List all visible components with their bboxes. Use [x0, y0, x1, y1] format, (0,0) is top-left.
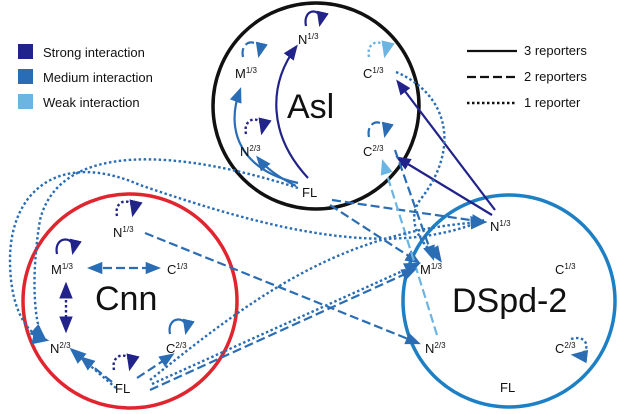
cnn-node-m13: M1/3 — [51, 262, 74, 277]
legend-label-weak: Weak interaction — [43, 95, 140, 110]
edge-dspd2-n13-to-asl-c13 — [396, 79, 496, 211]
legend-label-medium: Medium interaction — [43, 70, 153, 85]
asl-node-fl: FL — [302, 185, 317, 200]
asl-node-c23: C2/3 — [363, 144, 384, 159]
dspd2-node-fl: FL — [500, 380, 515, 395]
protein-label-asl: Asl — [287, 88, 334, 126]
legend-label-strong: Strong interaction — [43, 45, 145, 60]
edge-dspd2-n23-to-asl-c23 — [380, 159, 439, 336]
self-cnn-c23 — [168, 318, 195, 335]
cnn-ring — [21, 192, 239, 410]
edge-cnn-m13-to-dspd2-m13 — [149, 268, 417, 392]
self-asl-c13 — [367, 40, 395, 59]
asl-node-m13: M1/3 — [235, 66, 258, 81]
dspd2-ring — [401, 193, 617, 409]
protein-label-cnn: Cnn — [95, 280, 157, 318]
cnn-node-c13: C1/3 — [167, 262, 188, 277]
dspd2-node-c23: C2/3 — [555, 341, 576, 356]
edge-cnn-fl-c23 — [136, 353, 175, 379]
self-asl-n13 — [304, 10, 329, 27]
self-asl-n23 — [244, 117, 272, 136]
interaction-edges — [8, 10, 589, 392]
edge-asl-fl-to-dspd2-n13 — [331, 198, 488, 227]
legend-label-1-reporter: 1 reporter — [524, 95, 581, 110]
edge-asl-fl-to-asl-n13 — [275, 44, 309, 179]
edge-cnn-fl-n23 — [79, 356, 113, 383]
legend-label-2-reporters: 2 reporters — [524, 69, 587, 84]
cnn-node-fl: FL — [115, 381, 130, 396]
legend-label-3-reporters: 3 reporters — [524, 43, 587, 58]
legend-swatch-strong — [18, 44, 33, 59]
edge-dspd2-n13-to-asl-c23 — [395, 156, 493, 216]
edge-asl-c23-to-dspd2-m13 — [393, 149, 435, 261]
cnn-node-c23: C2/3 — [166, 341, 187, 356]
asl-ring — [211, 1, 421, 211]
legend-strength: Strong interaction Medium interaction We… — [18, 44, 153, 110]
dspd2-node-n13: N1/3 — [490, 219, 511, 234]
edge-cnn-fl-to-cnn-n23-dotted — [69, 347, 117, 389]
edge-asl-fl-to-cnn-n23 — [29, 158, 299, 341]
dspd2-node-m13: M1/3 — [420, 262, 443, 277]
self-asl-c23 — [367, 121, 394, 138]
legend-reporters: 3 reporters 2 reporters 1 reporter — [467, 43, 587, 110]
edge-cnn-n13-to-dspd2-n13 — [8, 170, 485, 345]
self-cnn-m13 — [55, 238, 82, 255]
edge-cnn-n13-to-dspd2-n23 — [144, 231, 421, 345]
self-asl-m13 — [241, 41, 268, 58]
edge-asl-fl-to-dspd2-m13 — [329, 204, 421, 264]
dspd2-node-c13: C1/3 — [555, 262, 576, 277]
edge-asl-fl-to-asl-n23 — [256, 155, 297, 187]
edge-asl-c13-to-dspd2-m13 — [395, 70, 446, 263]
legend-swatch-weak — [18, 94, 33, 109]
self-cnn-n13 — [115, 199, 143, 218]
asl-node-c13: C1/3 — [363, 66, 384, 81]
legend-swatch-medium — [18, 69, 33, 84]
self-cnn-fl — [112, 353, 140, 372]
edge-cnn-fl-to-dspd2-m13 — [151, 262, 422, 386]
dspd2-node-n23: N2/3 — [425, 341, 446, 356]
protein-label-dspd2: DSpd-2 — [452, 282, 567, 320]
edge-cnn-fl-to-dspd2-n13 — [149, 216, 488, 381]
asl-node-n23: N2/3 — [240, 144, 261, 159]
cnn-node-n23: N2/3 — [50, 341, 71, 356]
cnn-node-n13: N1/3 — [113, 225, 134, 240]
asl-node-n13: N1/3 — [298, 32, 319, 47]
